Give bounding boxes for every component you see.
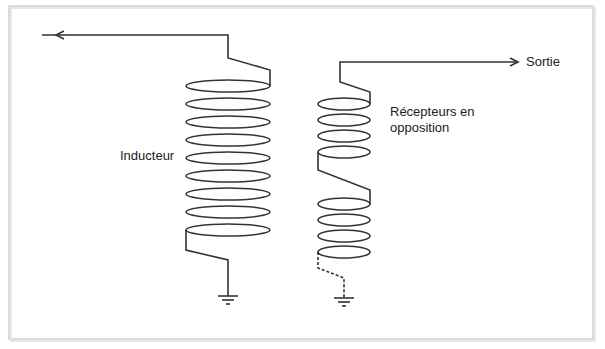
ground-bar [342,305,346,307]
coil-turn [318,114,370,126]
coil-turn [186,80,270,92]
ground-bar [334,297,354,299]
inductor-ground-wire [186,230,228,296]
receiver-ground-wire [318,252,344,298]
frame [9,6,593,339]
coil-turn [186,134,270,146]
receiver-coil-lower [318,198,370,258]
coil-turn [318,214,370,226]
ground-symbol [218,296,238,304]
inductor-coil [186,80,270,236]
coil-turn [186,170,270,182]
coil-turn [186,188,270,200]
label-text: Inducteur [120,148,190,164]
coil-turn [186,98,270,110]
coil-turn [318,98,370,110]
ground-bar [338,301,350,303]
coil-turn [318,246,370,258]
coil-turn [186,206,270,218]
input-arrow [56,31,64,39]
coil-turn [186,152,270,164]
coil-turn [186,116,270,128]
coil-turn [318,146,370,158]
output-arrow [510,58,518,66]
coil-turn [318,230,370,242]
output-wire [340,62,518,104]
frame-shadow [11,8,595,341]
input-wire [42,35,270,86]
coil-turn [318,198,370,210]
ground-bar [218,295,238,297]
coil-turn [186,224,270,236]
ground-bar [226,303,230,305]
receiver-coil-upper [318,98,370,158]
series-wire [318,152,370,204]
label-text: Récepteurs en opposition [390,104,490,135]
ground-bar [222,299,234,301]
coil-turn [318,130,370,142]
label-text: Sortie [526,54,586,70]
coil-group [42,31,518,306]
ground-symbol [334,298,354,306]
